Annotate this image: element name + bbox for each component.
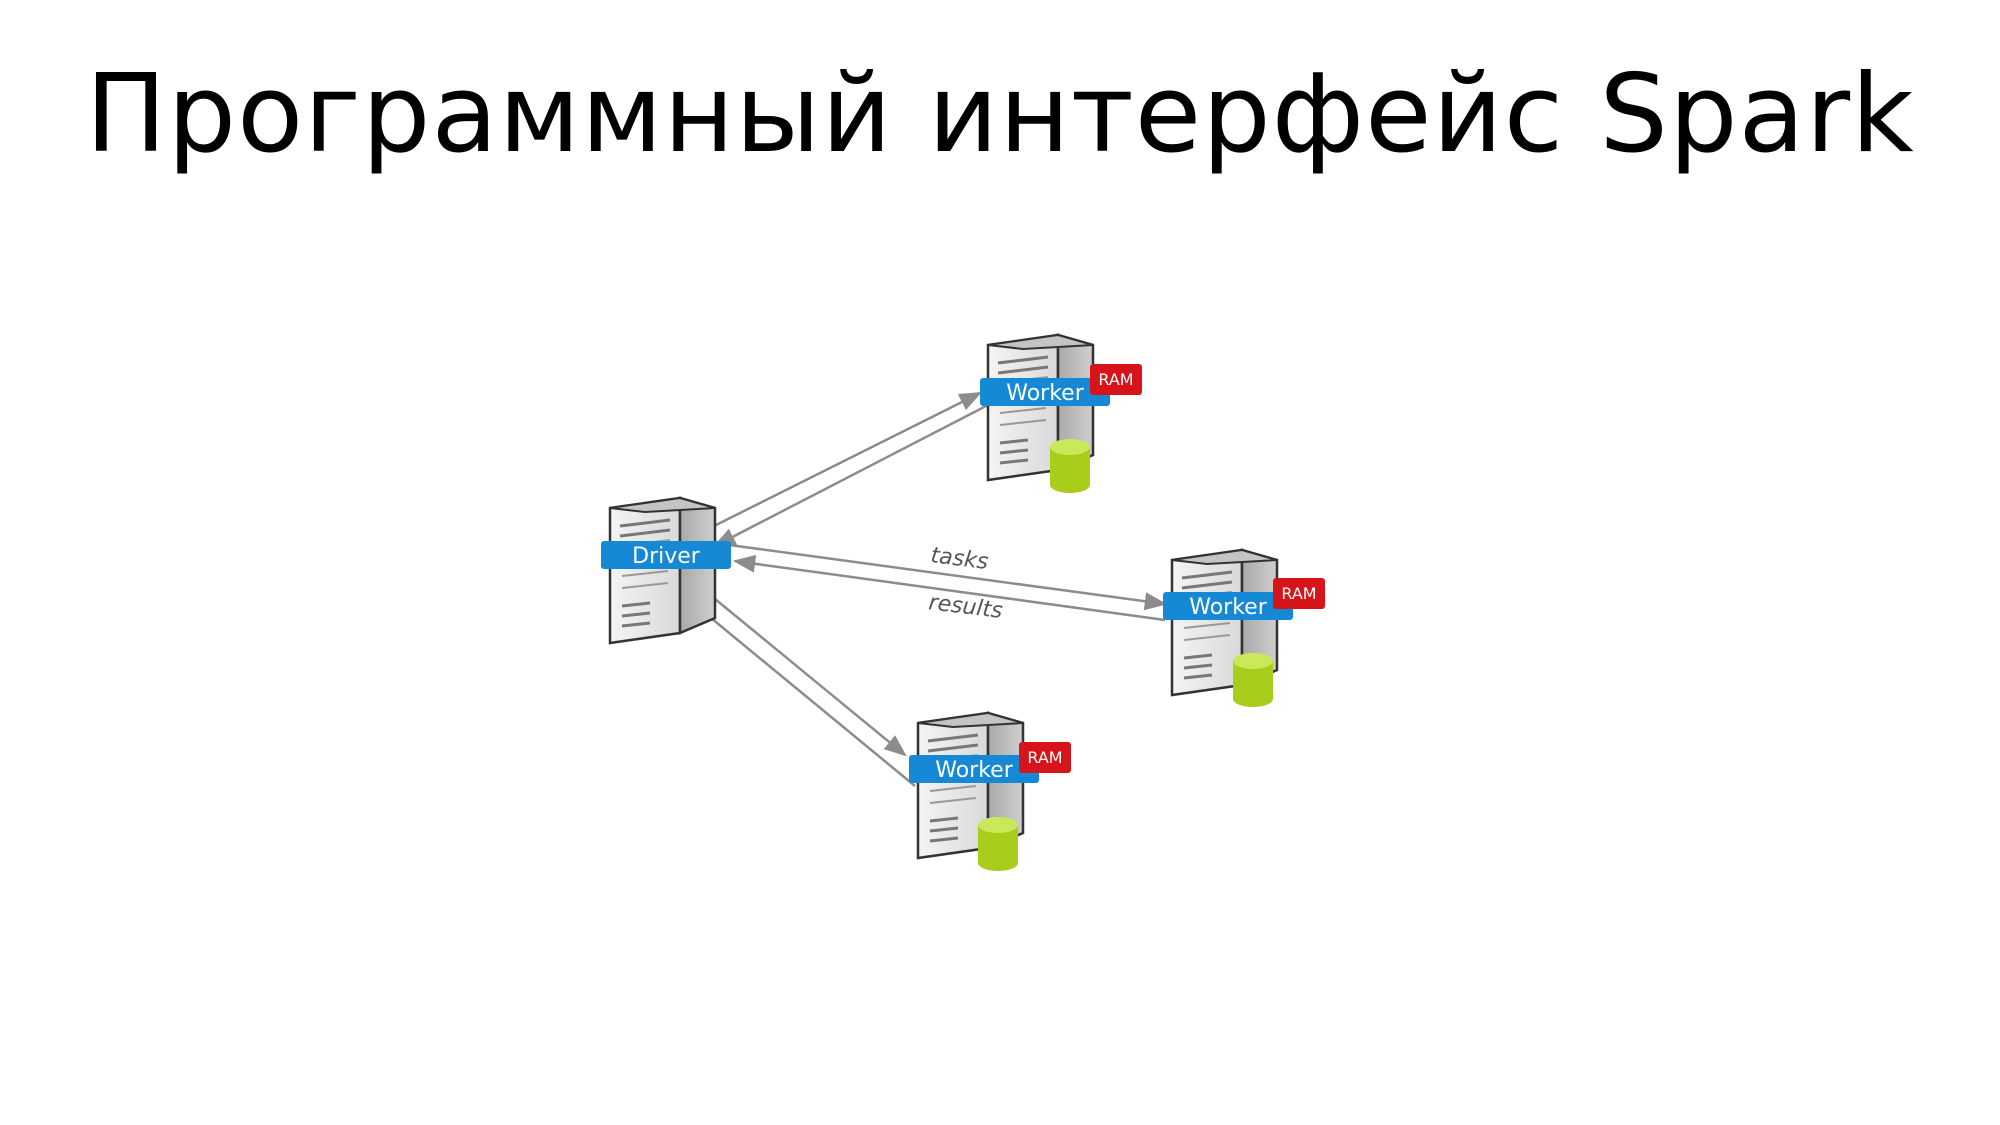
- worker-3-label-badge: [909, 755, 1039, 783]
- worker-3-ram-badge: [1019, 742, 1071, 773]
- slide-title: Программный интерфейс Spark: [85, 52, 1915, 177]
- arrow-worker-2-to-driver: [732, 554, 1166, 622]
- worker-1-ram-label: RAM: [1098, 370, 1133, 389]
- worker-1-ram-badge: [1090, 364, 1142, 395]
- worker-3-database-cylinder-icon: [978, 817, 1018, 871]
- worker-3-label: Worker: [935, 758, 1013, 783]
- driver-node: Driver: [601, 496, 731, 645]
- worker-1-label-badge: [980, 378, 1110, 406]
- worker-2-ram-badge: [1273, 578, 1325, 609]
- worker-3-ram-label: RAM: [1027, 748, 1062, 767]
- worker-node: Worker RAM: [909, 711, 1071, 871]
- arrow-worker-1-to-driver: [713, 402, 991, 548]
- worker-1-label: Worker: [1006, 381, 1084, 406]
- worker-2-label-badge: [1163, 592, 1293, 620]
- worker-1-database-cylinder-icon: [1050, 439, 1090, 493]
- arrow-driver-to-worker-1: [699, 391, 983, 535]
- arrow-driver-to-worker-2: [721, 542, 1168, 611]
- worker-2-label: Worker: [1189, 595, 1267, 620]
- worker-2-database-cylinder-icon: [1233, 653, 1273, 707]
- worker-node: Worker RAM: [1163, 548, 1325, 707]
- tasks-label: tasks: [929, 543, 989, 575]
- worker-node: Worker RAM: [980, 333, 1142, 493]
- driver-label: Driver: [632, 544, 701, 569]
- worker-2-ram-label: RAM: [1281, 584, 1316, 603]
- driver-server-icon: [608, 496, 717, 645]
- driver-label-badge: [601, 541, 731, 569]
